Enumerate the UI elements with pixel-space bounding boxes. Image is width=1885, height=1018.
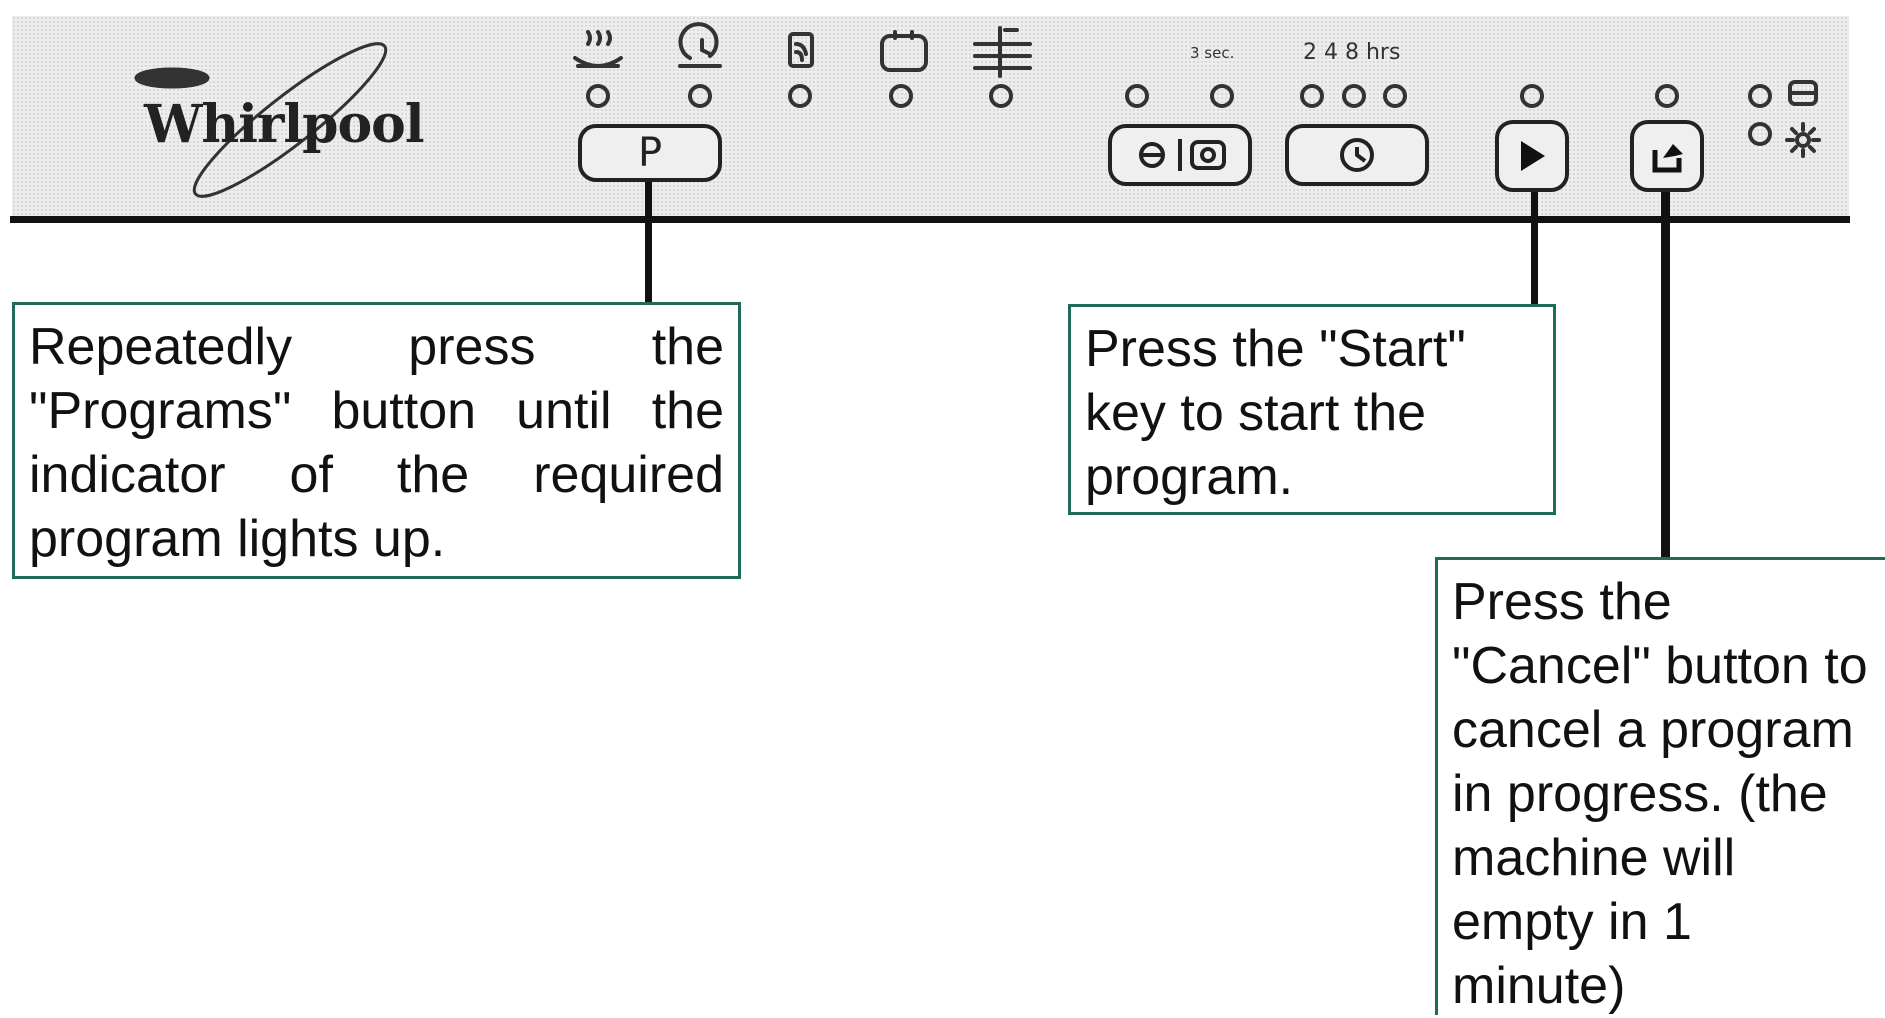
indicator-light (1655, 84, 1679, 108)
indicator-light (1520, 84, 1544, 108)
cancel-callout: Press the "Cancel" button to cancel a pr… (1435, 557, 1885, 1015)
rinse-icon (973, 26, 1032, 78)
brand-logo-swirl (134, 42, 388, 198)
indicator-light (586, 84, 610, 108)
delay-hours-label: 2 4 8 hrs (1303, 40, 1401, 65)
indicator-light (1748, 122, 1772, 146)
delay-seconds-label: 3 sec. (1190, 44, 1235, 62)
programs-button-label: P (637, 130, 663, 176)
eco-icon (788, 32, 814, 68)
delay-timer-icon (1340, 138, 1374, 172)
indicator-light (989, 84, 1013, 108)
programs-leader (645, 182, 652, 302)
indicator-light (1300, 84, 1324, 108)
start-leader (1531, 192, 1538, 304)
half-load-button[interactable] (1108, 124, 1252, 186)
panel-divider (10, 216, 1850, 223)
glass-icon (880, 30, 928, 72)
delay-button[interactable] (1285, 124, 1429, 186)
half-load-icon (1139, 139, 1226, 171)
indicator-light (688, 84, 712, 108)
cancel-drain-icon (1652, 144, 1683, 173)
indicator-light (1748, 84, 1772, 108)
brand-logo-text: Whirlpool (144, 94, 425, 155)
indicator-light (1383, 84, 1407, 108)
cancel-button[interactable] (1630, 120, 1704, 192)
programs-callout-text: Repeatedly press the "Programs" button u… (29, 318, 724, 568)
intensive-icon (573, 30, 623, 68)
indicator-light (1125, 84, 1149, 108)
cancel-leader (1661, 192, 1670, 558)
rinse-aid-icon (1785, 122, 1821, 158)
start-callout-text: Press the "Start" key to start the progr… (1085, 320, 1466, 506)
cancel-callout-text: Press the "Cancel" button to cancel a pr… (1452, 573, 1868, 1015)
control-panel (12, 16, 1849, 216)
programs-callout: Repeatedly press the "Programs" button u… (12, 302, 741, 579)
normal-icon (678, 22, 722, 68)
brand-logo: Whirlpool (110, 44, 440, 204)
start-button[interactable] (1495, 120, 1569, 192)
salt-icon (1788, 80, 1818, 106)
panel-graphics (134, 22, 1821, 198)
indicator-light (1342, 84, 1366, 108)
indicator-light (1210, 84, 1234, 108)
programs-button[interactable]: P (578, 124, 722, 182)
start-callout: Press the "Start" key to start the progr… (1068, 304, 1556, 515)
indicator-light (889, 84, 913, 108)
play-icon (1521, 141, 1545, 171)
indicator-light (788, 84, 812, 108)
